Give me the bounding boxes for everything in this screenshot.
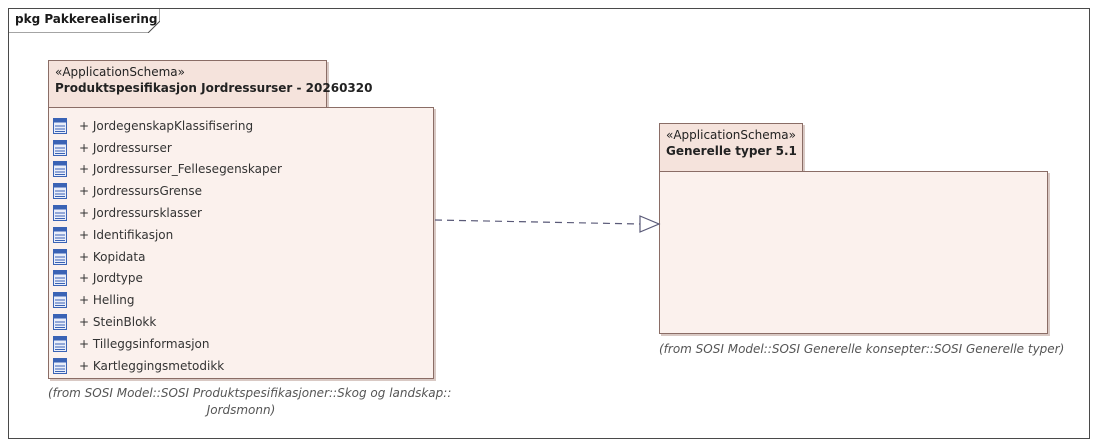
class-icon [53,357,67,374]
package-item-label: + Jordressursklasser [79,206,202,221]
package-item-label: + JordressursGrense [79,184,203,199]
class-icon [53,139,67,156]
class-icon [53,117,67,134]
class-icon [53,248,67,265]
class-icon [53,183,67,200]
source-package-name: Produktspesifikasjon Jordressurser - 202… [55,81,373,95]
dashed-line [434,219,641,225]
source-package-body[interactable]: + JordegenskapKlassifisering + Jordressur… [48,107,434,379]
class-icon [53,292,67,309]
package-item-label: + Jordressurser [79,140,172,155]
target-package-stereotype: «ApplicationSchema» [666,128,796,142]
target-package-tab[interactable]: «ApplicationSchema» Generelle typer 5.1 [659,123,803,172]
package-item-label: + Helling [79,293,135,308]
class-icon [53,335,67,352]
frame-title: pkg Pakkerealisering [15,12,158,26]
package-item[interactable]: + Jordressurser [53,137,282,159]
package-item[interactable]: + Jordtype [53,268,282,290]
diagram-frame [8,8,1090,439]
package-item[interactable]: + Tilleggsinformasjon [53,333,282,355]
from-note-line-1: (from SOSI Model::SOSI Produktspesifikas… [48,386,452,400]
target-package-body[interactable] [659,171,1048,334]
realization-arrowhead-icon [639,215,661,233]
package-item-label: + Identifikasjon [79,227,174,242]
package-item-label: + Kartleggingsmetodikk [79,358,225,373]
package-item-label: + Jordressurser_Fellesegenskaper [79,162,282,177]
class-icon [53,270,67,287]
package-item[interactable]: + Jordressursklasser [53,202,282,224]
package-item[interactable]: + Jordressurser_Fellesegenskaper [53,159,282,181]
package-item[interactable]: + SteinBlokk [53,311,282,333]
class-icon [53,205,67,222]
package-item-label: + Jordtype [79,271,143,286]
package-item[interactable]: + Kopidata [53,246,282,268]
package-item-label: + Kopidata [79,249,146,264]
source-package-tab[interactable]: «ApplicationSchema» Produktspesifikasjon… [48,60,372,108]
target-package-from-note: (from SOSI Model::SOSI Generelle konsept… [659,342,1065,356]
package-item-label: + Tilleggsinformasjon [79,336,210,351]
package-item[interactable]: + JordegenskapKlassifisering [53,115,282,137]
class-icon [53,314,67,331]
target-package-name: Generelle typer 5.1 [666,144,797,158]
package-item-label: + SteinBlokk [79,315,157,330]
source-package-from-note: (from SOSI Model::SOSI Produktspesifikas… [48,385,452,419]
from-note-line-2: Jordsmonn) [206,403,276,417]
package-item[interactable]: + Helling [53,289,282,311]
class-icon [53,161,67,178]
package-item-label: + JordegenskapKlassifisering [79,118,254,133]
package-item[interactable]: + Kartleggingsmetodikk [53,355,282,377]
frame-tab-outline [8,8,160,33]
class-icon [53,226,67,243]
source-package-stereotype: «ApplicationSchema» [55,65,185,79]
package-item[interactable]: + JordressursGrense [53,180,282,202]
package-contents-list: + JordegenskapKlassifisering + Jordressur… [53,115,282,377]
frame-tab: pkg Pakkerealisering [8,8,160,33]
package-item[interactable]: + Identifikasjon [53,224,282,246]
